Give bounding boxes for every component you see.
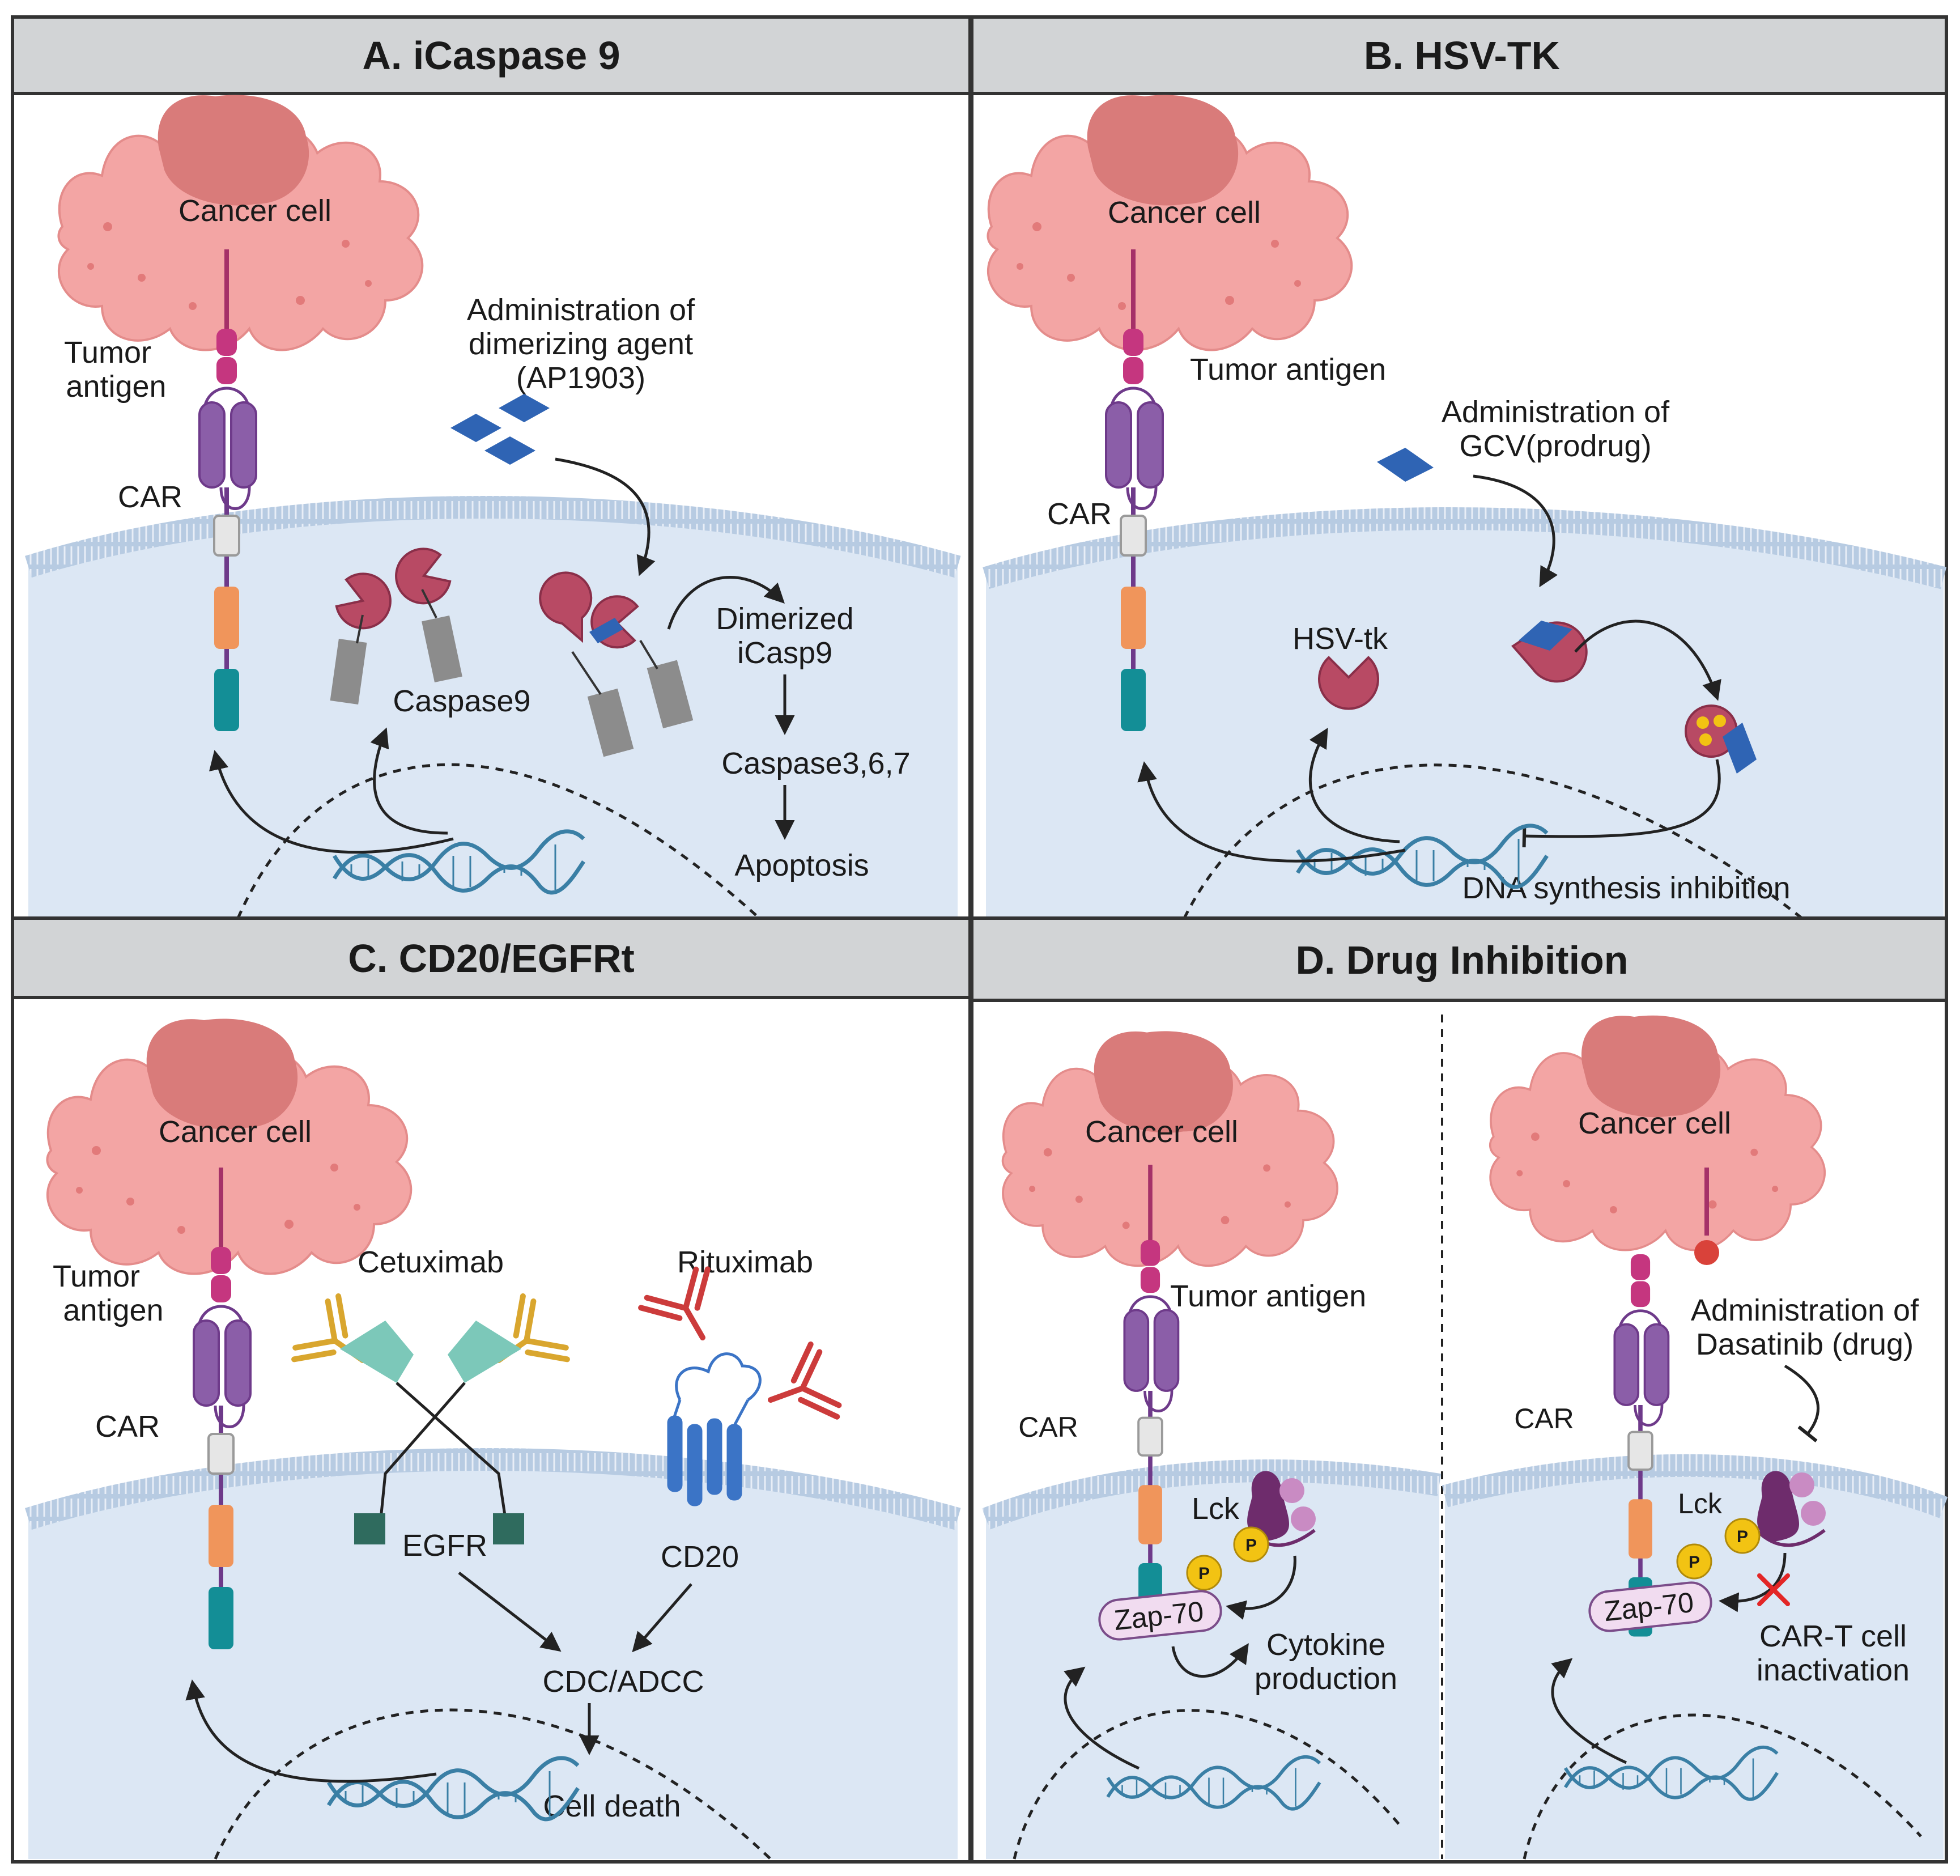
ap1903-drug-icon bbox=[450, 394, 550, 465]
free-antigen-icon bbox=[1694, 1168, 1719, 1265]
phospho-p-icon: P P bbox=[1676, 1518, 1761, 1580]
panel-c-nucleus-border bbox=[214, 1708, 772, 1860]
phosphorylated-gcv-icon bbox=[1685, 704, 1757, 774]
lck-kinase-icon bbox=[1755, 1471, 1826, 1547]
panel-c-header bbox=[11, 916, 972, 999]
cd20-label: CD20 bbox=[661, 1540, 739, 1574]
tumor-antigen-label-2: antigen bbox=[63, 1293, 163, 1327]
administration-label-1: Administration of bbox=[1691, 1293, 1919, 1327]
tumor-antigen-label-1: Tumor bbox=[64, 336, 151, 370]
cytokine-label-2: production bbox=[1255, 1662, 1397, 1696]
hsv-tk-label: HSV-tk bbox=[1293, 622, 1388, 656]
cancer-cell-label: Cancer cell bbox=[178, 194, 331, 228]
panel-d-title: D. Drug Inhibition bbox=[1295, 938, 1628, 982]
dimerized-label-2: iCasp9 bbox=[737, 636, 832, 670]
panel-a-content: Cancer cell Tumor antigen CAR Administra… bbox=[57, 94, 911, 893]
hsv-tk-gcv-complex-icon bbox=[1511, 621, 1588, 683]
panel-d-right-content: Cancer cell CAR Administration of Dasati… bbox=[1489, 1014, 1919, 1799]
administration-label-2: dimerizing agent bbox=[469, 327, 693, 361]
panel-c-title: C. CD20/EGFRt bbox=[348, 936, 635, 981]
panel-b-membrane bbox=[983, 507, 1947, 589]
administration-label-2: Dasatinib (drug) bbox=[1696, 1327, 1914, 1361]
cetuximab-label: Cetuximab bbox=[358, 1245, 504, 1279]
panel-b-title: B. HSV-TK bbox=[1364, 33, 1560, 78]
cancer-cell-label: Cancer cell bbox=[159, 1115, 312, 1149]
panel-d-left-content: Cancer cell Tumor antigen CAR Lck P P Za… bbox=[1001, 1030, 1397, 1809]
panel-a-header bbox=[11, 15, 972, 95]
panel-d-left-membrane bbox=[981, 1459, 1442, 1530]
administration-label-2: GCV(prodrug) bbox=[1459, 429, 1651, 463]
inhibition-x-icon bbox=[1757, 1573, 1790, 1606]
egfr-truncated-icon bbox=[340, 1321, 524, 1544]
caspase9-label: Caspase9 bbox=[393, 684, 530, 718]
inactivation-label-1: CAR-T cell bbox=[1759, 1619, 1907, 1653]
svg-text:P: P bbox=[1689, 1553, 1700, 1572]
hsv-tk-enzyme-icon bbox=[1318, 656, 1379, 710]
zap70-icon: Zap-70 bbox=[1098, 1590, 1222, 1641]
cytokine-label-1: Cytokine bbox=[1266, 1628, 1385, 1662]
administration-label-1: Administration of bbox=[467, 293, 695, 327]
administration-label-1: Administration of bbox=[1442, 395, 1670, 429]
panel-d: D. Drug Inhibition bbox=[970, 916, 1948, 1864]
panel-a: A. iCaspase 9 bbox=[11, 15, 972, 920]
tumor-antigen-label-2: antigen bbox=[66, 370, 166, 404]
dimerized-label-1: Dimerized bbox=[716, 602, 853, 636]
lck-label: Lck bbox=[1192, 1492, 1240, 1526]
rituximab-label: Rituximab bbox=[677, 1245, 813, 1279]
apoptosis-label: Apoptosis bbox=[734, 848, 869, 882]
phospho-p-icon: P P bbox=[1186, 1526, 1269, 1591]
dimerized-icasp9-icon bbox=[539, 571, 694, 757]
svg-text:P: P bbox=[1198, 1564, 1210, 1583]
cdc-adcc-label: CDC/ADCC bbox=[542, 1665, 704, 1699]
administration-label-3: (AP1903) bbox=[516, 361, 645, 395]
panel-a-membrane bbox=[25, 496, 961, 578]
egfr-label: EGFR bbox=[402, 1529, 487, 1563]
panel-a-title: A. iCaspase 9 bbox=[362, 33, 620, 78]
svg-text:P: P bbox=[1737, 1527, 1748, 1546]
cancer-cell-label: Cancer cell bbox=[1085, 1115, 1238, 1149]
panel-b-header bbox=[970, 15, 1948, 95]
car-label: CAR bbox=[1018, 1411, 1078, 1443]
car-label: CAR bbox=[1514, 1403, 1574, 1434]
cd20-icon bbox=[667, 1352, 762, 1506]
panel-c-content: Cancer cell Tumor antigen CAR Cetuximab … bbox=[46, 1017, 842, 1823]
cancer-cell-label: Cancer cell bbox=[1578, 1106, 1731, 1140]
tumor-antigen-label: Tumor antigen bbox=[1190, 353, 1386, 387]
car-label: CAR bbox=[1047, 497, 1112, 531]
panel-b: B. HSV-TK bbox=[970, 15, 1948, 920]
gcv-prodrug-icon bbox=[1377, 448, 1434, 482]
caspase367-label: Caspase3,6,7 bbox=[721, 746, 910, 780]
panel-b-nucleus-border bbox=[1183, 763, 1803, 919]
caspase9-monomer-icon bbox=[330, 541, 462, 704]
car-label: CAR bbox=[95, 1410, 160, 1444]
inactivation-label-2: inactivation bbox=[1757, 1653, 1910, 1687]
cancer-cell-label: Cancer cell bbox=[1108, 196, 1261, 230]
panel-d-header bbox=[970, 916, 1948, 1002]
panel-d-right-membrane bbox=[1442, 1454, 1948, 1518]
car-label: CAR bbox=[118, 480, 182, 514]
tumor-antigen-label-1: Tumor bbox=[53, 1259, 140, 1293]
panel-b-content: Cancer cell Tumor antigen CAR Administra… bbox=[987, 94, 1791, 905]
tumor-antigen-label: Tumor antigen bbox=[1170, 1279, 1366, 1313]
panel-c: C. CD20/EGFRt bbox=[11, 916, 972, 1864]
dasatinib-inhibition-line bbox=[1784, 1364, 1819, 1442]
zap70-icon: Zap-70 bbox=[1588, 1581, 1712, 1632]
lck-label: Lck bbox=[1678, 1488, 1723, 1520]
svg-text:P: P bbox=[1245, 1536, 1257, 1555]
